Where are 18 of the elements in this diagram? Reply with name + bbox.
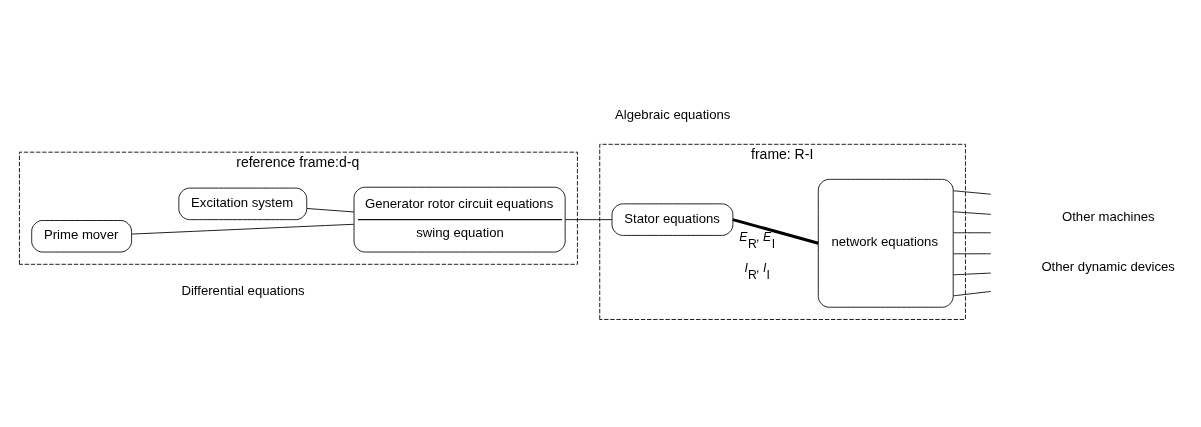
connector bbox=[732, 218, 819, 245]
connector bbox=[952, 291, 992, 297]
label: Other machines bbox=[1062, 208, 1155, 224]
node-box: Stator equations bbox=[611, 203, 734, 236]
connector bbox=[952, 211, 992, 215]
connector bbox=[952, 272, 992, 276]
connector bbox=[564, 219, 613, 221]
connector bbox=[952, 232, 992, 234]
label: Algebraic equations bbox=[615, 107, 731, 123]
connector bbox=[952, 190, 992, 195]
connector bbox=[952, 253, 992, 255]
connector bbox=[306, 208, 355, 213]
node-box: Prime mover bbox=[31, 220, 132, 253]
label: Differential equations bbox=[181, 283, 305, 299]
connector bbox=[131, 223, 355, 235]
label: Other dynamic devices bbox=[1041, 258, 1175, 274]
node-box: Excitation system bbox=[178, 187, 308, 221]
node-box: network equations bbox=[817, 178, 954, 308]
